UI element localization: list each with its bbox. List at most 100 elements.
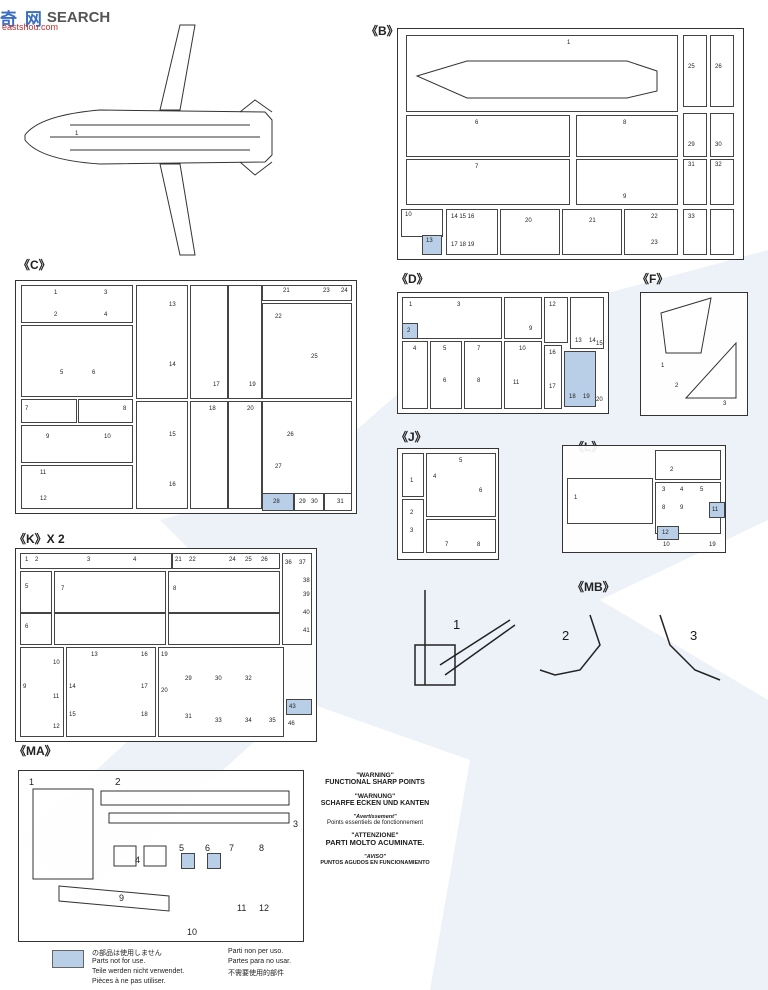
part-c-8: 8: [78, 399, 133, 423]
part-c-11-12: 11 12: [21, 465, 133, 509]
watermark-logo: 奇 网: [0, 9, 43, 30]
part-k-36-42: 36 37 38 39 40 41: [282, 553, 312, 645]
part-k-11-left: [54, 613, 166, 645]
part-d-12: 12: [544, 297, 568, 343]
sprue-k: 1 2 3 4 21 22 24 25 26 5 7 8 6 36 37 38 …: [15, 548, 317, 742]
ma-unused-5: [181, 853, 195, 869]
part-l-1: 1: [567, 478, 653, 524]
part-k-21-27: 21 22 24 25 26: [172, 553, 280, 569]
part-d-9: 9: [504, 297, 542, 339]
part-k-43: 43: [286, 699, 312, 715]
part-c-31: 31: [324, 493, 352, 511]
part-l-19: 19: [709, 542, 716, 548]
part-k-7: 7: [54, 571, 166, 613]
watermark: 奇 网 SEARCH: [0, 2, 110, 32]
part-c-29-30: 29 30: [294, 493, 324, 511]
legend-de: Teile werden nicht verwendet.: [92, 968, 185, 975]
mb-part-2: 2: [562, 628, 570, 643]
part-d-10-11: 10 11: [504, 341, 542, 409]
mb-part-1: 1: [453, 617, 461, 632]
part-d-7-8: 7 8: [464, 341, 502, 409]
watermark-url: eastshou.com: [2, 22, 59, 32]
part-b-28: 29: [683, 113, 707, 157]
part-f-1: 1: [661, 363, 665, 369]
ma-unused-6: [207, 853, 221, 869]
part-b-32: 33: [683, 209, 707, 255]
part-b-24: 25: [683, 35, 707, 107]
part-c-9-10: 9 10: [21, 425, 133, 463]
part-c-13-14: 13 14: [136, 285, 188, 399]
part-b-21: 21: [562, 209, 622, 255]
part-l-10: 10: [663, 542, 670, 548]
warning-en-title: "WARNING": [356, 772, 394, 779]
warning-de-title: "WARNUNG": [354, 792, 396, 800]
part-c-18: 18: [190, 401, 228, 509]
ma-part-4: 4: [135, 855, 141, 865]
legend-it: Parti non per uso.: [228, 948, 284, 955]
mb-part-3: 3: [690, 628, 698, 643]
part-f-3: 3: [723, 401, 727, 407]
ma-part-6: 6: [205, 843, 211, 853]
part-k-11-right: [168, 613, 280, 645]
part-b-22-23: 22 23: [624, 209, 678, 255]
part-c-1-4: 1 3 2 4: [21, 285, 133, 323]
warning-fr-text: Points essentiels de fonctionnement: [326, 819, 424, 826]
part-c-5-6: 5 6: [21, 325, 133, 397]
ma-part-8: 8: [259, 843, 265, 853]
legend-fr: Pièces à ne pas utiliser.: [92, 978, 166, 985]
warning-it-text: PARTI MOLTO ACUMINATE.: [325, 838, 425, 848]
part-c-26-27: 26 27: [262, 401, 352, 495]
warning-block: "WARNING" FUNCTIONAL SHARP POINTS "WARNU…: [300, 772, 450, 866]
part-k-5: 5: [20, 571, 52, 613]
part-b-14-19: 14 15 16 17 18 19: [446, 209, 498, 255]
part-j-1: 1: [402, 453, 424, 497]
part-b-29: 30: [710, 113, 734, 157]
part-k-8: 8: [168, 571, 280, 613]
warning-en-text: FUNCTIONAL SHARP POINTS: [325, 779, 425, 787]
landing-gear-drawings: [414, 590, 721, 686]
sprue-c: 1 3 2 4 5 6 7 8 9 10 11 12 13 14 15 16 1…: [15, 280, 357, 514]
part-b-10: 10: [401, 209, 443, 237]
part-d-1-3: 1 3: [402, 297, 502, 339]
part-b-6: 6: [406, 115, 570, 157]
section-f-label: 《F》: [637, 272, 669, 286]
part-d-20: 20: [596, 397, 603, 403]
part-l-12: 12: [657, 526, 679, 540]
aircraft-plan-view: [24, 24, 273, 256]
part-d-4: 4: [402, 341, 428, 409]
part-b-25: 26: [710, 35, 734, 107]
warning-es-text: PUNTOS AGUDOS EN FUNCIONAMIENTO: [320, 859, 430, 866]
part-c-21-24: 21 23 24: [262, 285, 352, 301]
part-k-46: 46: [288, 721, 295, 727]
part-b-7: 7: [406, 159, 570, 205]
legend-zh: 不需要使用的部件: [228, 970, 284, 977]
legend-en: Parts not for use.: [92, 958, 146, 965]
section-j-label: 《J》: [396, 430, 427, 444]
part-d-16-17: 16 17: [544, 345, 562, 409]
warning-it-title: "ATTENZIONE": [351, 832, 399, 840]
sprue-f: 1 2 3: [640, 292, 748, 416]
ma-part-1: 1: [29, 777, 35, 787]
ma-part-9: 9: [119, 893, 125, 903]
part-j-4-6: 4 5 6: [426, 453, 496, 517]
sprue-d: 1 3 2 9 12 13 14 4 5 6 7 8 10 11 16 17 1…: [397, 292, 609, 414]
part-b-31: 32: [710, 159, 734, 205]
part-c-22-25: 22 25: [262, 303, 352, 399]
part-b-8: 8: [576, 115, 678, 157]
part-j-7-8: 7 8: [426, 519, 496, 553]
part-b-13: 13: [422, 235, 442, 255]
part-b-1: 1: [406, 35, 678, 112]
section-b-label: 《B》: [366, 24, 399, 38]
ma-part-2: 2: [115, 777, 121, 788]
plan-part-1: 1: [75, 131, 79, 137]
section-k-label: 《K》X 2: [14, 532, 65, 546]
part-c-19: 19: [228, 285, 262, 399]
part-c-7: 7: [21, 399, 77, 423]
legend-jp: の部品は使用しません: [92, 950, 162, 957]
legend-es: Partes para no usar.: [228, 958, 292, 965]
unused-parts-swatch: [52, 950, 84, 968]
part-l-2: 2: [655, 450, 721, 480]
section-c-label: 《C》: [18, 258, 51, 272]
ma-part-10: 10: [187, 927, 198, 937]
ma-part-12: 12: [259, 903, 270, 913]
